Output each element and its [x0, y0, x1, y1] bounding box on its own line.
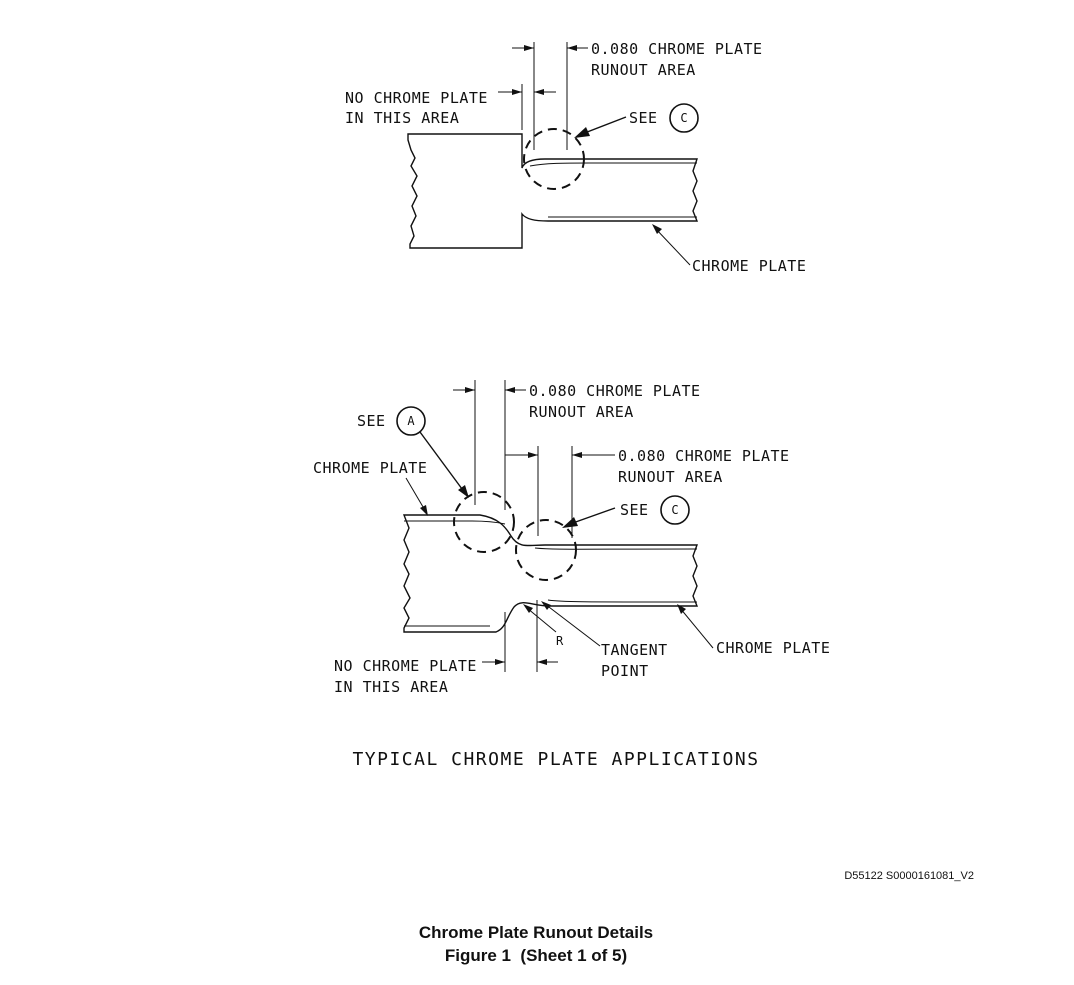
top-runout-label-line2: RUNOUT AREA: [591, 61, 696, 79]
bottom-see-c-bubble: [660, 495, 690, 525]
top-chrome-plate-leader: [654, 227, 691, 266]
bottom-see-c-ref: C: [671, 503, 678, 517]
bottom-shaft-outline: [402, 514, 699, 633]
top-runout-arrow-left: [524, 45, 534, 51]
bottom-runout-a-arrow-left: [465, 387, 475, 393]
bottom-chrome-right-leader: [679, 607, 714, 649]
bottom-chrome-plate-left: CHROME PLATE: [313, 459, 427, 477]
bottom-see-a-bubble: [396, 406, 426, 436]
bottom-see-c-leader: [569, 507, 616, 525]
bottom-no-plate-line1: NO CHROME PLATE: [334, 657, 477, 675]
top-see-c-arrowhead: [574, 127, 590, 138]
bottom-chrome-left-arrowhead: [420, 505, 428, 516]
bottom-chrome-left-leader: [405, 477, 427, 513]
top-noplate-arrow-right: [534, 89, 544, 95]
bottom-runout-a-arrow-right: [505, 387, 515, 393]
bottom-chrome-plate-right: CHROME PLATE: [716, 639, 830, 657]
top-no-plate-line1: NO CHROME PLATE: [345, 89, 488, 107]
top-runout-arrow-right: [567, 45, 577, 51]
bottom-see-a-ref: A: [407, 414, 415, 428]
top-figure: 0.080 CHROME PLATE RUNOUT AREA NO CHROME…: [345, 40, 806, 275]
bottom-runout-c-arrow-right: [572, 452, 582, 458]
bottom-noplate-arrow-right: [537, 659, 547, 665]
diagram-heading: TYPICAL CHROME PLATE APPLICATIONS: [352, 749, 759, 770]
top-see-label: SEE: [629, 109, 658, 127]
bottom-runout-right-line2: RUNOUT AREA: [618, 468, 723, 486]
bottom-see-a-label: SEE: [357, 412, 386, 430]
top-runout-label-line1: 0.080 CHROME PLATE: [591, 40, 763, 58]
top-chrome-plate-arrowhead: [652, 224, 662, 234]
bottom-runout-left-line1: 0.080 CHROME PLATE: [529, 382, 701, 400]
bottom-see-a-arrowhead: [458, 485, 469, 498]
top-chrome-plate-upper: [529, 162, 697, 167]
top-chrome-plate-label: CHROME PLATE: [692, 257, 806, 275]
bottom-chrome-plate-left-upper: [404, 520, 506, 525]
top-noplate-arrow-left: [512, 89, 522, 95]
bottom-runout-left-line2: RUNOUT AREA: [529, 403, 634, 421]
bottom-see-c-label: SEE: [620, 501, 649, 519]
bottom-runout-right-line1: 0.080 CHROME PLATE: [618, 447, 790, 465]
bottom-tangent-line1: TANGENT: [601, 641, 668, 659]
bottom-no-plate-line2: IN THIS AREA: [334, 678, 448, 696]
document-id: D55122 S0000161081_V2: [844, 870, 974, 882]
bottom-runout-c-arrow-left: [528, 452, 538, 458]
bottom-chrome-right-arrowhead: [677, 604, 686, 614]
top-detail-circle-c: [523, 128, 585, 190]
bottom-tangent-line2: POINT: [601, 662, 649, 680]
bottom-noplate-arrow-left: [495, 659, 505, 665]
bottom-chrome-plate-right-lower: [547, 599, 698, 603]
top-shaft-outline: [407, 133, 699, 249]
caption-title: Chrome Plate Runout Details: [419, 923, 653, 942]
caption-subtitle: Figure 1 (Sheet 1 of 5): [445, 946, 627, 965]
bottom-see-a-leader: [419, 431, 466, 494]
top-see-c-leader: [581, 116, 627, 135]
bottom-figure: 0.080 CHROME PLATE RUNOUT AREA 0.080 CHR…: [313, 380, 830, 696]
bottom-radius-arrowhead: [523, 604, 533, 613]
top-see-ref: C: [680, 111, 687, 125]
bottom-tangent-arrowhead: [541, 601, 551, 610]
bottom-tangent-leader: [544, 603, 601, 647]
bottom-radius-leader: [526, 607, 557, 633]
bottom-radius-label: R: [556, 634, 564, 648]
bottom-see-c-arrowhead: [562, 517, 578, 528]
bottom-chrome-plate-right-upper: [534, 547, 698, 550]
bottom-detail-circle-a: [453, 491, 515, 553]
top-no-plate-line2: IN THIS AREA: [345, 109, 459, 127]
bottom-detail-circle-c: [515, 519, 577, 581]
top-see-c-bubble: [669, 103, 699, 133]
